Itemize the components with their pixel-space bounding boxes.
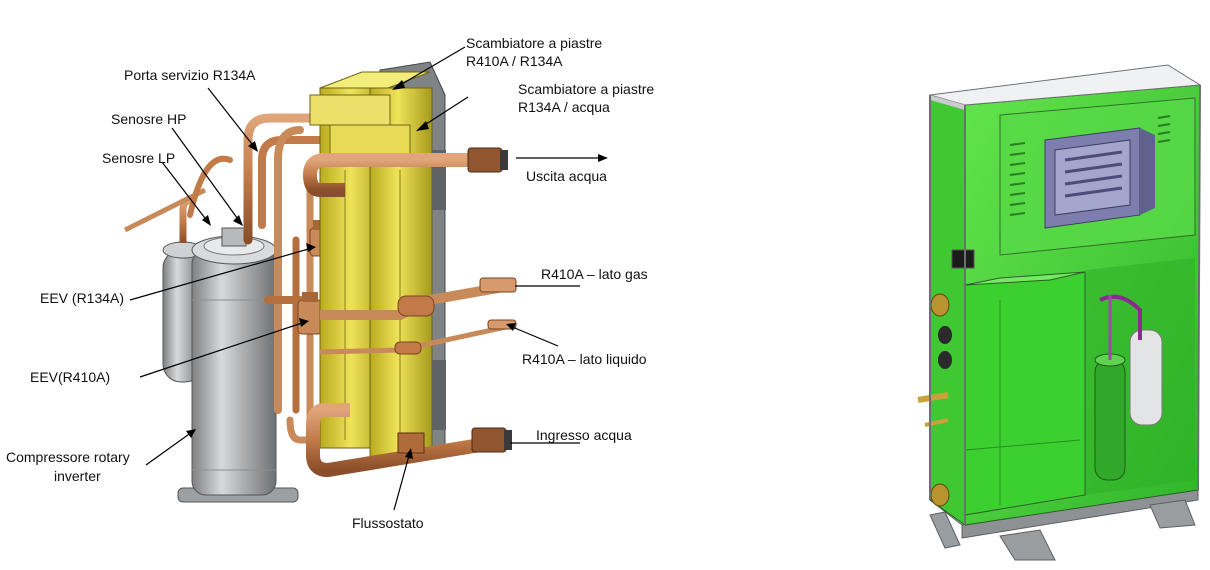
eev-r410a-valve <box>297 292 323 335</box>
water-inlet-pipe <box>306 403 512 478</box>
leader-lines <box>129 46 608 511</box>
control-box <box>1044 127 1155 229</box>
labels: Scambiatore a piastre R410A / R134A Port… <box>6 35 654 531</box>
label-porta-servizio: Porta servizio R134A <box>124 67 256 83</box>
label-uscita-acqua: Uscita acqua <box>526 168 607 184</box>
label-scambiatore-r410a-r134a-line2: R410A / R134A <box>466 53 563 69</box>
label-eev-r410a: EEV(R410A) <box>30 369 110 385</box>
label-scambiatore-r134a-acqua-line1: Scambiatore a piastre <box>518 81 654 97</box>
water-outlet-pipe <box>302 147 508 197</box>
label-compressore-line1: Compressore rotary <box>6 449 130 465</box>
label-flussostato: Flussostato <box>352 515 424 531</box>
label-scambiatore-r134a-acqua-line2: R134A / acqua <box>518 99 610 115</box>
cabinet-unit <box>917 64 1202 561</box>
label-ingresso-acqua: Ingresso acqua <box>536 427 632 443</box>
gas-line-pipe <box>320 277 517 320</box>
label-sensore-hp: Senosre HP <box>111 111 186 127</box>
rotary-compressor <box>177 227 299 503</box>
cabinet-water-fittings <box>917 293 952 507</box>
label-eev-r134a: EEV (R134A) <box>40 290 124 306</box>
label-sensore-lp: Senosre LP <box>102 150 175 166</box>
label-scambiatore-r410a-r134a-line1: Scambiatore a piastre <box>466 35 602 51</box>
label-r410a-lato-gas: R410A – lato gas <box>541 266 648 282</box>
label-compressore-line2: inverter <box>54 468 101 484</box>
component-assembly <box>123 61 517 503</box>
label-r410a-lato-liquido: R410A – lato liquido <box>522 351 647 367</box>
copper-line-left <box>123 187 207 233</box>
